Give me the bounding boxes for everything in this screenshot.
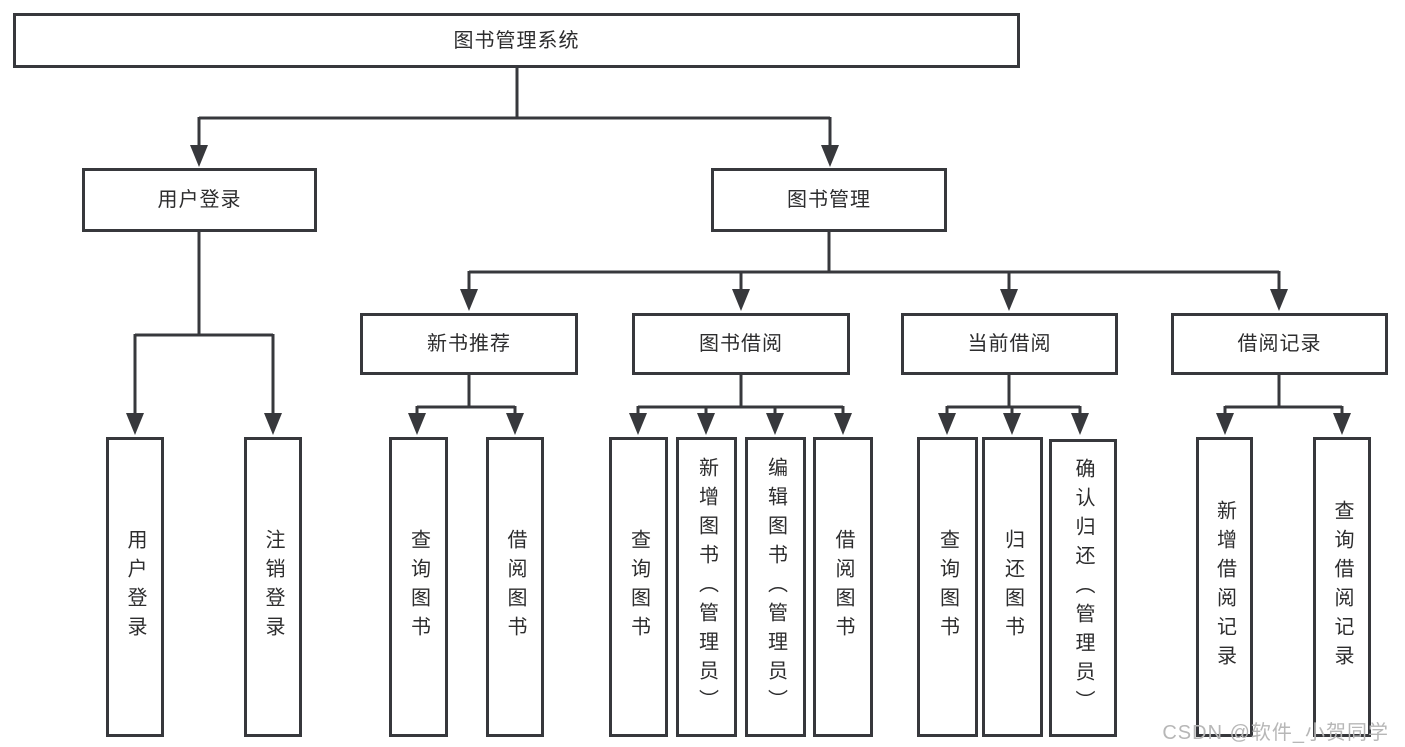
- leaf-query-books-current: 查询图书: [917, 437, 978, 737]
- node-library-management-system: 图书管理系统: [13, 13, 1020, 68]
- leaf-confirm-return-admin: 确认归还（管理员）: [1049, 439, 1117, 737]
- leaf-add-books-admin: 新增图书（管理员）: [676, 437, 737, 737]
- node-borrowing-records: 借阅记录: [1171, 313, 1388, 375]
- leaf-borrow-books-recommend: 借阅图书: [486, 437, 544, 737]
- leaf-user-login: 用户登录: [106, 437, 164, 737]
- node-book-management: 图书管理: [711, 168, 947, 232]
- node-user-login: 用户登录: [82, 168, 317, 232]
- node-book-borrowing: 图书借阅: [632, 313, 850, 375]
- leaf-query-books-recommend: 查询图书: [389, 437, 448, 737]
- leaf-borrow-books: 借阅图书: [813, 437, 873, 737]
- watermark-text: CSDN @软件_小贺同学: [1162, 722, 1389, 744]
- leaf-return-books: 归还图书: [982, 437, 1043, 737]
- leaf-logout: 注销登录: [244, 437, 302, 737]
- node-current-borrowing: 当前借阅: [901, 313, 1118, 375]
- leaf-query-books-borrowing: 查询图书: [609, 437, 668, 737]
- leaf-add-borrow-record: 新增借阅记录: [1196, 437, 1253, 737]
- node-new-book-recommendation: 新书推荐: [360, 313, 578, 375]
- leaf-edit-books-admin: 编辑图书（管理员）: [745, 437, 806, 737]
- leaf-query-borrow-record: 查询借阅记录: [1313, 437, 1371, 737]
